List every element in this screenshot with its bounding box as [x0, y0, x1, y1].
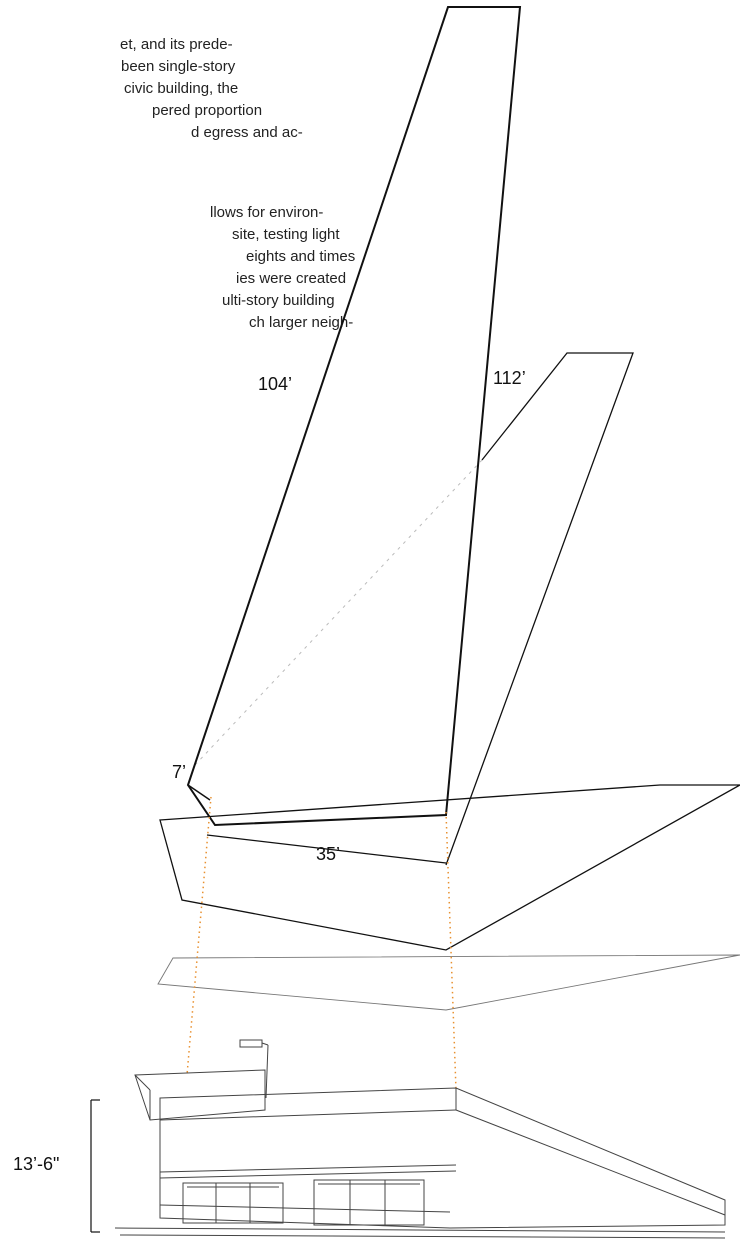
text-line: llows for environ- [210, 204, 324, 221]
projection-line-left [186, 796, 212, 1076]
tower-diagonal-dashed-line [194, 459, 483, 766]
shadow-plane-35 [159, 784, 740, 951]
dimension-label-shadow-length: 112’ [493, 368, 526, 388]
text-line: d egress and ac- [191, 124, 303, 141]
text-line: site, testing light [232, 226, 340, 243]
text-line: pered proportion [152, 102, 263, 119]
tower-chamfer-7 [187, 784, 211, 801]
tower-outline [186, 6, 522, 827]
text-line: eights and times [246, 248, 356, 265]
text-line: et, and its prede- [120, 36, 233, 53]
shadow-plane-112 [445, 352, 634, 866]
body-text-paragraph-2: llows for environ-site, testing light eig… [0, 202, 356, 334]
dimension-label-tower-height: 104’ [258, 374, 292, 394]
building-height-bracket [90, 1099, 100, 1233]
shadow-plane-inner-edge [206, 834, 447, 864]
text-line: been single-story [121, 58, 236, 75]
text-line: ch larger neigh- [249, 314, 354, 331]
dimension-label-building-height: 13’-6" [13, 1154, 59, 1174]
text-line: ies were created [236, 270, 347, 287]
ground-plane [157, 954, 740, 1011]
body-text-paragraph-1: et, and its prede-been single-story civic… [0, 34, 330, 144]
text-line: civic building, the [124, 80, 239, 97]
projection-line-right [445, 811, 457, 1091]
existing-building-sketch [114, 1039, 726, 1239]
dimension-label-chamfer: 7’ [172, 762, 186, 782]
dimension-label-base-width: 35’ [316, 844, 340, 864]
text-line: ulti-story building [222, 292, 335, 309]
